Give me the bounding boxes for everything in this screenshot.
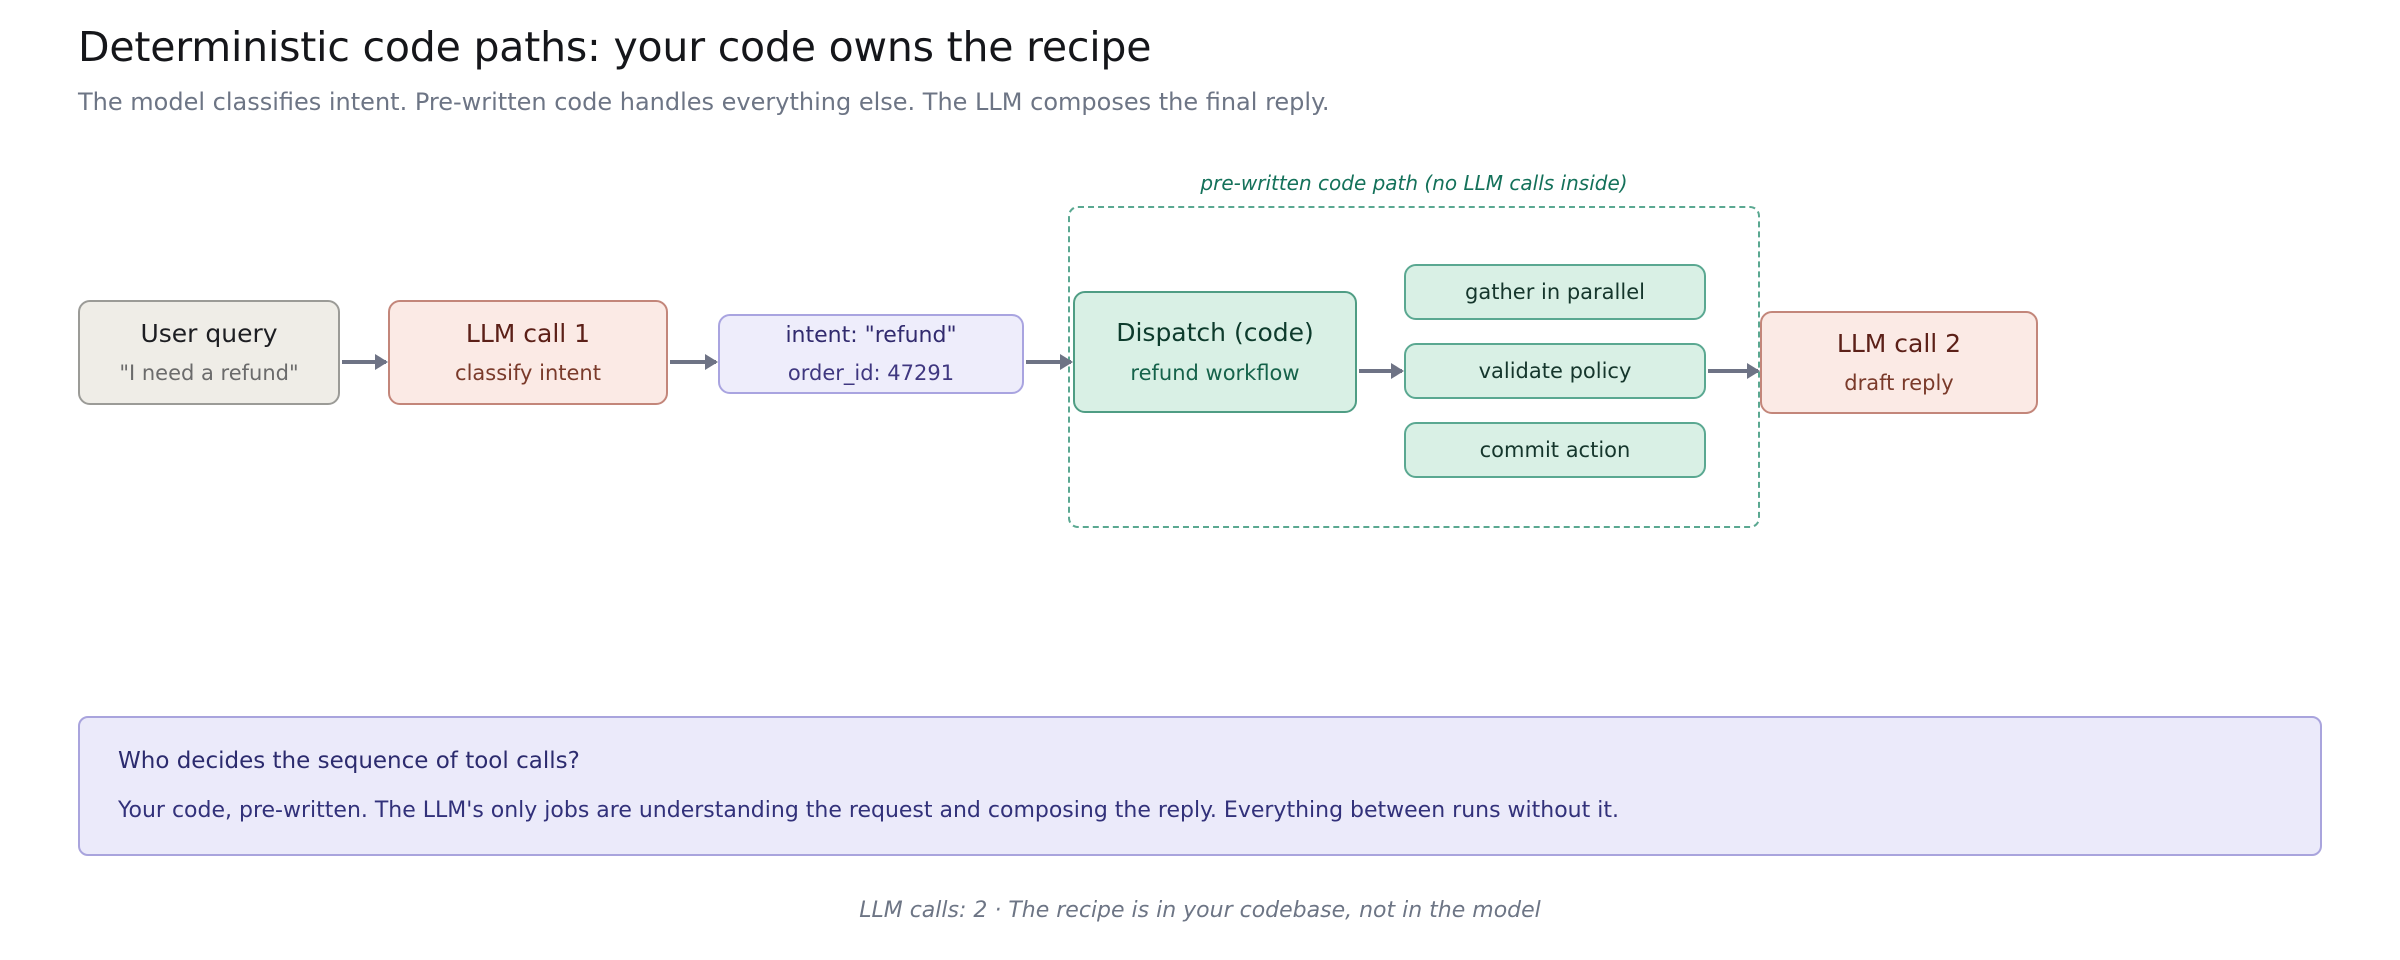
header: Deterministic code paths: your code owns… [78,23,2318,117]
footer-note: LLM calls: 2 · The recipe is in your cod… [859,898,1541,923]
node-llm-call-1-subtitle: classify intent [455,361,601,386]
step-commit-action[interactable]: commit action [1404,422,1706,478]
node-llm-call-2-subtitle: draft reply [1844,371,1954,396]
arrow-llm-1-to-intent [670,360,716,364]
step-commit-action-label: commit action [1479,437,1631,462]
node-intent-payload[interactable]: intent: "refund" order_id: 47291 [718,314,1024,394]
callout-question: Who decides the sequence of tool calls? [118,748,580,774]
callout-answer: Your code, pre-written. The LLM's only j… [118,797,1619,823]
node-llm-call-1-title: LLM call 1 [465,318,591,348]
step-gather-in-parallel-label: gather in parallel [1465,279,1645,304]
step-validate-policy[interactable]: validate policy [1404,343,1706,399]
callout-box: Who decides the sequence of tool calls? … [78,716,2322,856]
step-gather-in-parallel[interactable]: gather in parallel [1404,264,1706,320]
page-title: Deterministic code paths: your code owns… [78,23,1152,71]
step-validate-policy-label: validate policy [1478,358,1632,383]
arrow-dispatch-to-steps [1359,369,1402,373]
node-user-query-title: User query [140,318,278,348]
node-dispatch-subtitle: refund workflow [1130,360,1300,385]
node-dispatch-title: Dispatch (code) [1116,318,1314,348]
node-llm-call-2[interactable]: LLM call 2 draft reply [1760,311,2038,414]
node-llm-call-2-title: LLM call 2 [1836,328,1962,358]
arrow-user-query-to-llm-1 [342,360,386,364]
node-intent-subtitle: order_id: 47291 [787,361,955,386]
node-dispatch[interactable]: Dispatch (code) refund workflow [1073,291,1357,413]
node-llm-call-1[interactable]: LLM call 1 classify intent [388,300,668,405]
page-subtitle: The model classifies intent. Pre-written… [78,88,1330,117]
node-user-query-subtitle: "I need a refund" [119,361,299,386]
code-path-group-label: pre-written code path (no LLM calls insi… [1200,171,1628,195]
node-user-query[interactable]: User query "I need a refund" [78,300,340,405]
arrow-intent-to-dispatch [1026,360,1071,364]
arrow-steps-to-llm-2 [1708,369,1758,373]
node-intent-title: intent: "refund" [785,322,957,348]
